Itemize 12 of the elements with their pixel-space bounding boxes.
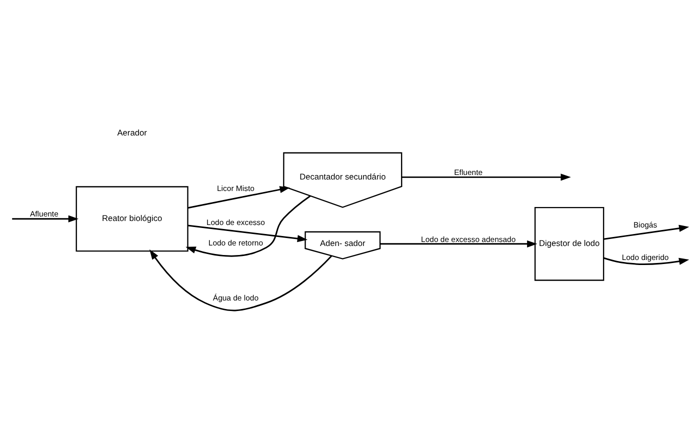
arrow	[188, 224, 308, 242]
arrow	[12, 215, 78, 222]
arrow	[186, 195, 311, 257]
arrow	[604, 257, 690, 265]
arrow	[149, 249, 332, 312]
arrow	[402, 174, 571, 181]
arrow	[380, 240, 538, 248]
label: Aerador	[117, 127, 147, 138]
node-box: Digestor de lodo	[534, 206, 604, 281]
arrow	[604, 224, 690, 240]
node-box: Reator biológico	[76, 186, 188, 252]
arrow	[188, 186, 290, 209]
